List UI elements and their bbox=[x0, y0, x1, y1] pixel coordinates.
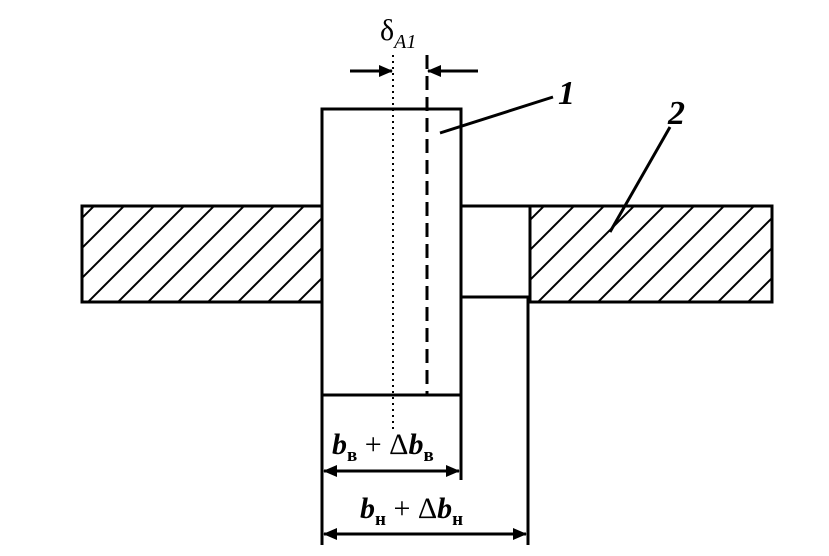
outer-db: b bbox=[437, 492, 452, 525]
part-label-1: 1 bbox=[558, 75, 575, 112]
delta-symbol: δ bbox=[380, 14, 394, 47]
outer-db-sub: н bbox=[452, 509, 463, 530]
inner-b: b bbox=[332, 428, 347, 461]
leader-line-2 bbox=[608, 126, 672, 233]
outer-b: b bbox=[360, 492, 375, 525]
slot-gap bbox=[459, 204, 532, 299]
inner-db: b bbox=[408, 428, 423, 461]
leader-line-1 bbox=[439, 95, 554, 135]
right-hatched-plate bbox=[528, 204, 774, 304]
inner-plus-delta: + Δ bbox=[357, 428, 408, 461]
insert-part bbox=[320, 107, 463, 397]
outer-b-sub: н bbox=[375, 509, 386, 530]
delta-subscript: A1 bbox=[392, 31, 416, 53]
outer-dim-label: bн + Δbн bbox=[360, 492, 463, 530]
top-dim-label: δA1 bbox=[380, 14, 416, 53]
left-hatched-plate bbox=[80, 204, 324, 304]
part-label-2: 2 bbox=[667, 95, 685, 132]
inner-b-sub: в bbox=[347, 445, 357, 466]
outer-plus-delta: + Δ bbox=[386, 492, 437, 525]
inner-dim-label: bв + Δbв bbox=[332, 428, 434, 466]
inner-db-sub: в bbox=[423, 445, 433, 466]
